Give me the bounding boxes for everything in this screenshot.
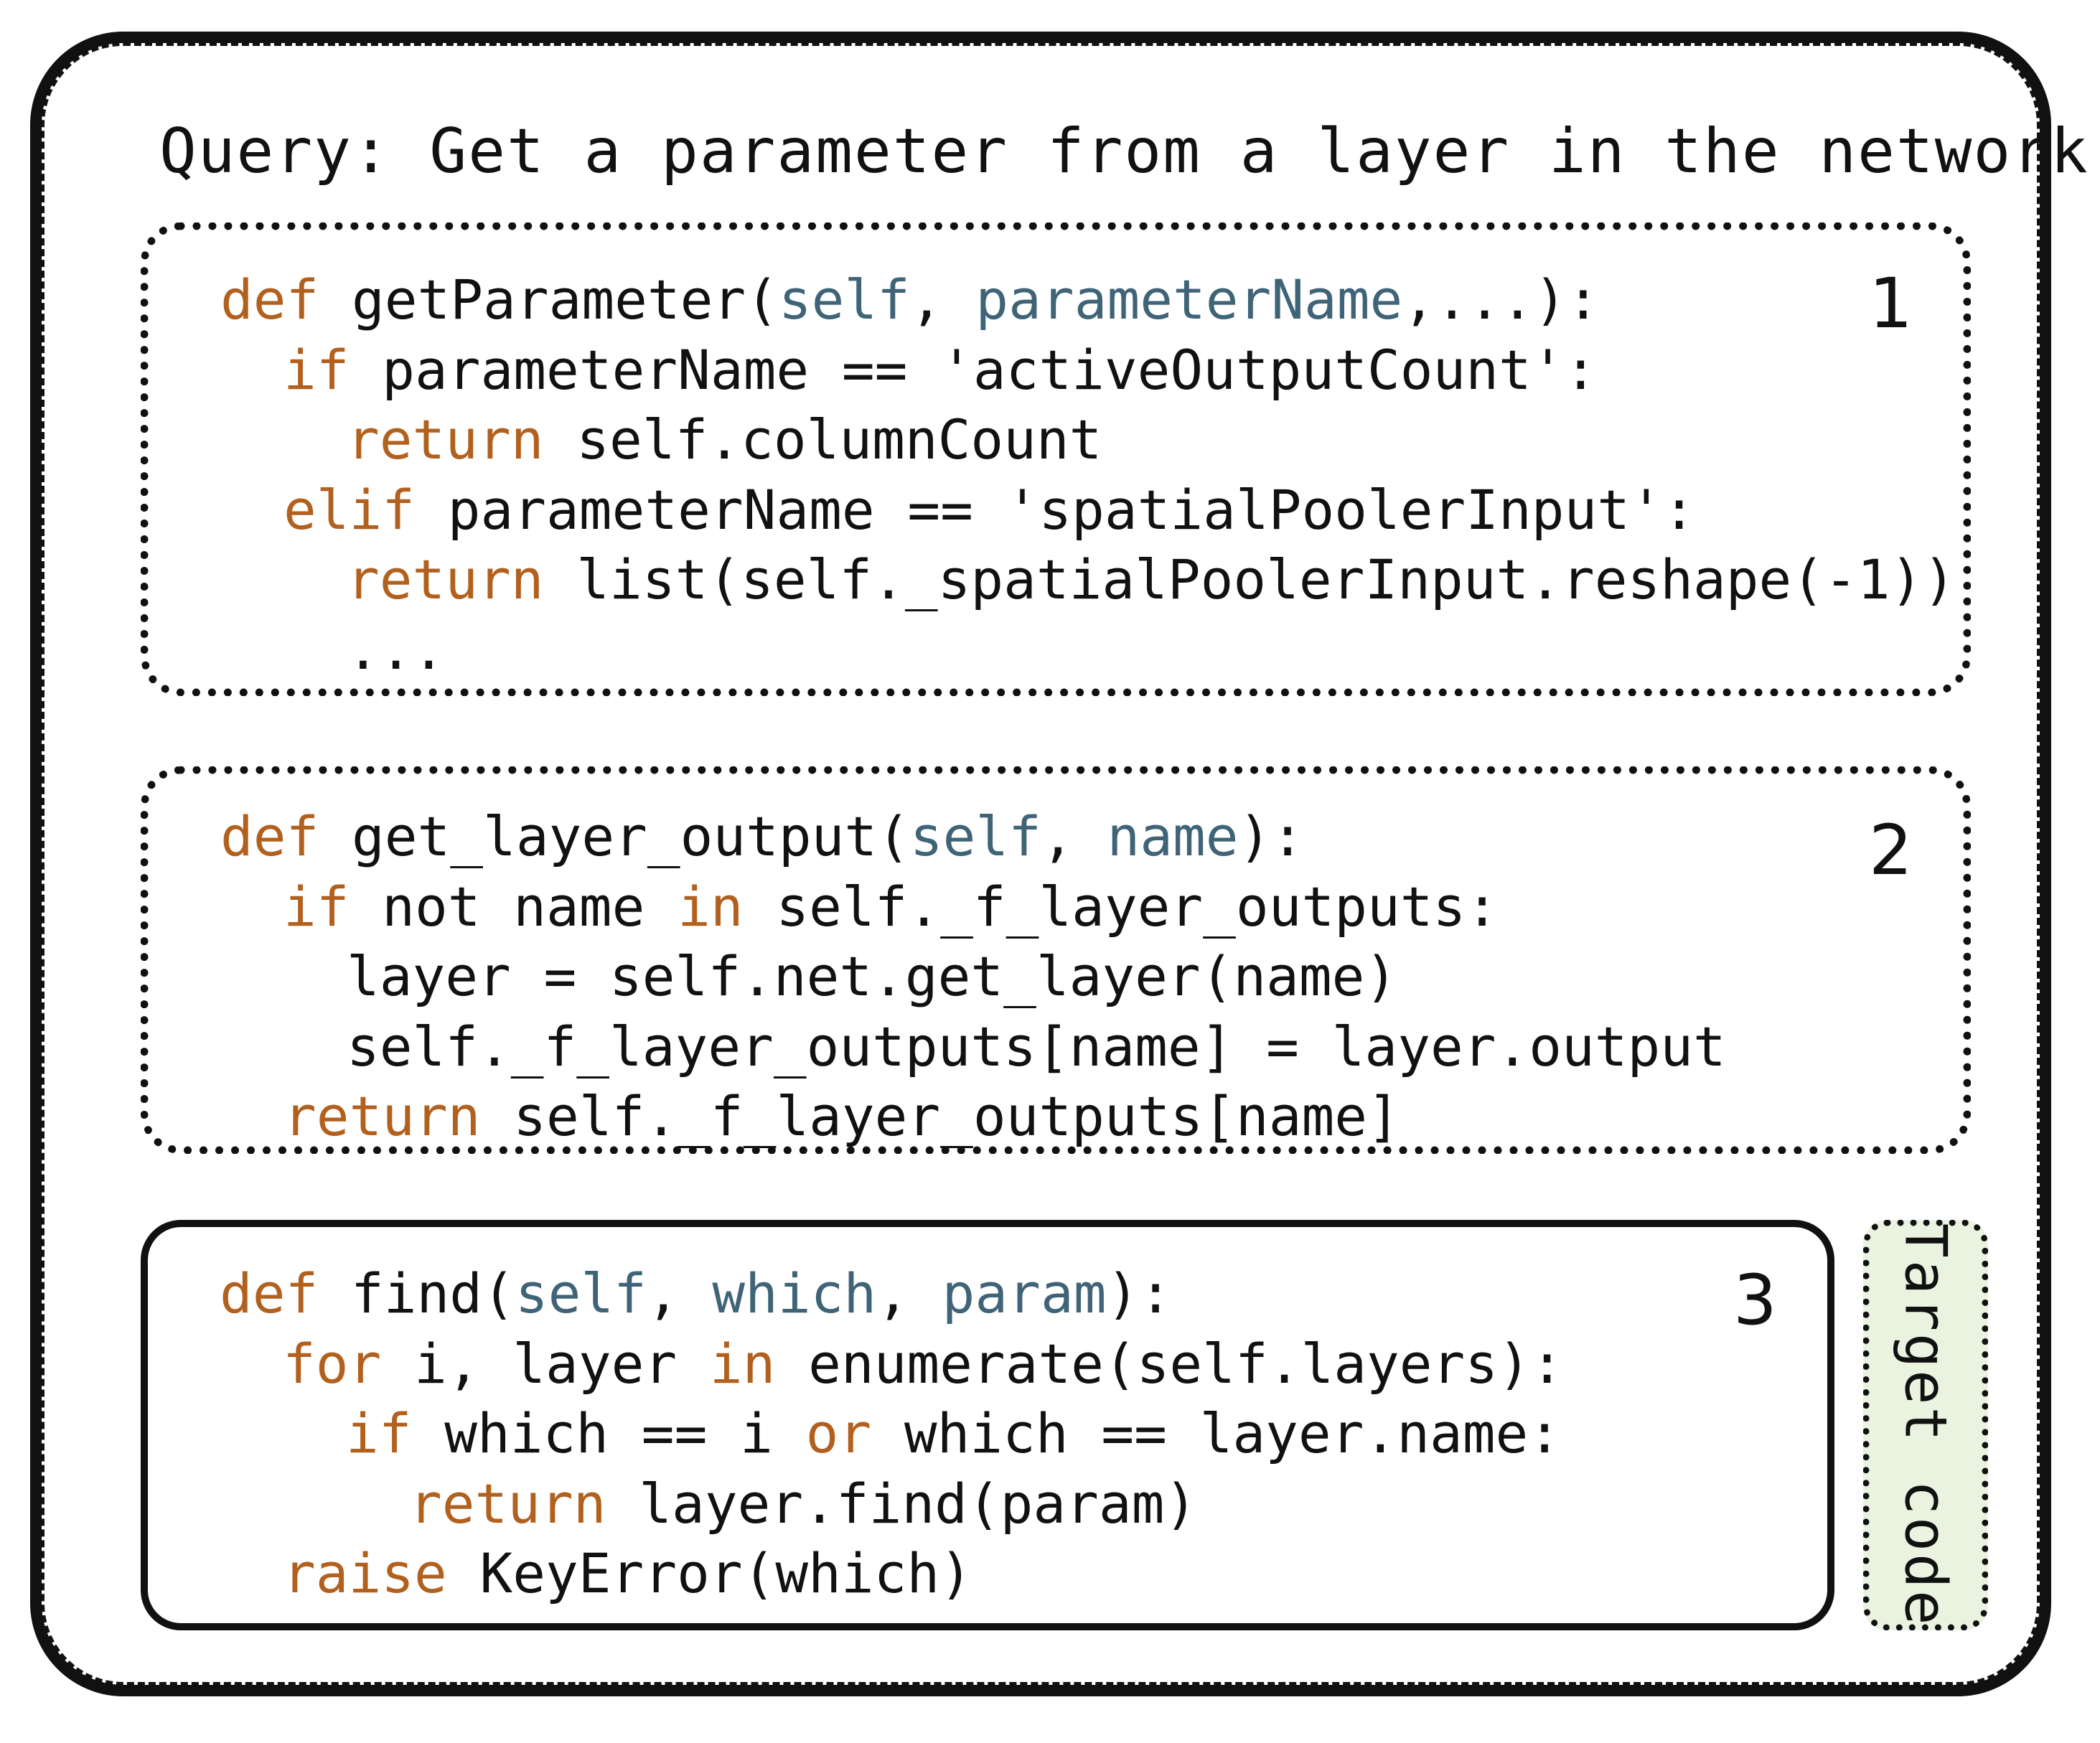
code-token: , [909, 268, 976, 332]
code-line: if which == i or which == layer.name: [220, 1399, 1564, 1469]
code-token: ... [347, 617, 446, 682]
code-keyword: if [283, 874, 350, 939]
candidate-box-3: def find(self, which, param):for i, laye… [141, 1220, 1834, 1630]
code-token: parameterName == 'spatialPoolerInput': [415, 477, 1696, 542]
code-keyword: raise [283, 1541, 447, 1605]
candidate-number-2: 2 [1868, 810, 1913, 891]
code-token: find( [318, 1262, 515, 1325]
code-argument: self [909, 804, 1041, 868]
code-token: enumerate(self.layers): [775, 1331, 1564, 1396]
code-token: self._f_layer_outputs: [743, 874, 1499, 939]
code-block-2: def get_layer_output(self, name):if not … [220, 802, 1726, 1152]
code-token: get_layer_output( [319, 804, 910, 868]
code-keyword: return [347, 548, 544, 611]
code-token: , [1041, 804, 1107, 868]
code-token: ,...): [1402, 268, 1600, 332]
code-token: layer.find(param) [606, 1471, 1198, 1536]
candidate-box-2: def get_layer_output(self, name):if not … [141, 766, 1971, 1154]
code-token: list(self._spatialPoolerInput.reshape(-1… [543, 548, 1956, 611]
code-token: ): [1238, 804, 1304, 868]
code-argument: which [712, 1262, 877, 1325]
code-token: which == layer.name: [871, 1401, 1561, 1465]
code-line: elif parameterName == 'spatialPoolerInpu… [220, 475, 1956, 545]
code-argument: name [1107, 804, 1239, 868]
code-line: return self._f_layer_outputs[name] [220, 1081, 1726, 1152]
code-keyword: return [347, 408, 544, 471]
code-line: def get_layer_output(self, name): [220, 802, 1726, 872]
code-line: if not name in self._f_layer_outputs: [220, 872, 1726, 942]
code-keyword: def [220, 804, 319, 868]
code-argument: self [778, 268, 910, 332]
query-text: Query: Get a parameter from a layer in t… [159, 116, 2100, 187]
outer-frame [30, 32, 2051, 1696]
code-line: raise KeyError(which) [220, 1538, 1564, 1609]
code-keyword: if [283, 337, 350, 402]
code-token: , [646, 1262, 713, 1325]
candidate-number-1: 1 [1868, 263, 1913, 344]
code-keyword: in [709, 1331, 776, 1396]
code-keyword: for [283, 1331, 382, 1396]
code-token: layer = self.net.get_layer(name) [347, 944, 1398, 1008]
code-keyword: if [346, 1401, 412, 1465]
code-token: self._f_layer_outputs[name] = layer.outp… [347, 1014, 1726, 1079]
code-token: self._f_layer_outputs[name] [480, 1084, 1400, 1148]
code-line: def find(self, which, param): [220, 1259, 1564, 1329]
code-line: return layer.find(param) [220, 1469, 1564, 1539]
code-token: getParameter( [319, 268, 779, 332]
target-code-tag: Target code [1863, 1220, 1988, 1630]
target-code-label: Target code [1892, 1223, 1959, 1627]
candidate-number-3: 3 [1733, 1260, 1777, 1340]
code-token: , [876, 1262, 942, 1325]
code-token: which == i [411, 1401, 806, 1465]
code-keyword: or [805, 1401, 872, 1465]
code-line: for i, layer in enumerate(self.layers): [220, 1329, 1564, 1399]
code-line: if parameterName == 'activeOutputCount': [220, 335, 1956, 405]
code-keyword: return [283, 1084, 481, 1148]
code-block-1: def getParameter(self, parameterName,...… [220, 265, 1956, 685]
code-token: parameterName == 'activeOutputCount': [349, 337, 1598, 402]
candidate-box-1: def getParameter(self, parameterName,...… [141, 222, 1971, 696]
code-token: self.columnCount [543, 408, 1102, 471]
code-keyword: def [220, 268, 319, 332]
code-token: not name [349, 874, 678, 939]
code-keyword: in [678, 874, 744, 939]
code-token: i, layer [381, 1331, 710, 1396]
code-line: return list(self._spatialPoolerInput.res… [220, 545, 1956, 615]
code-line: self._f_layer_outputs[name] = layer.outp… [220, 1012, 1726, 1082]
code-argument: parameterName [975, 268, 1403, 332]
code-line: layer = self.net.get_layer(name) [220, 941, 1726, 1012]
code-argument: param [942, 1262, 1107, 1325]
code-line: ... [220, 615, 1956, 685]
code-token: ): [1106, 1262, 1172, 1325]
code-line: def getParameter(self, parameterName,...… [220, 265, 1956, 335]
code-token: KeyError(which) [446, 1541, 972, 1605]
code-block-3: def find(self, which, param):for i, laye… [220, 1259, 1564, 1609]
code-keyword: elif [283, 477, 416, 542]
code-keyword: return [409, 1471, 606, 1536]
code-keyword: def [220, 1262, 319, 1325]
code-argument: self [515, 1262, 647, 1325]
code-line: return self.columnCount [220, 405, 1956, 475]
